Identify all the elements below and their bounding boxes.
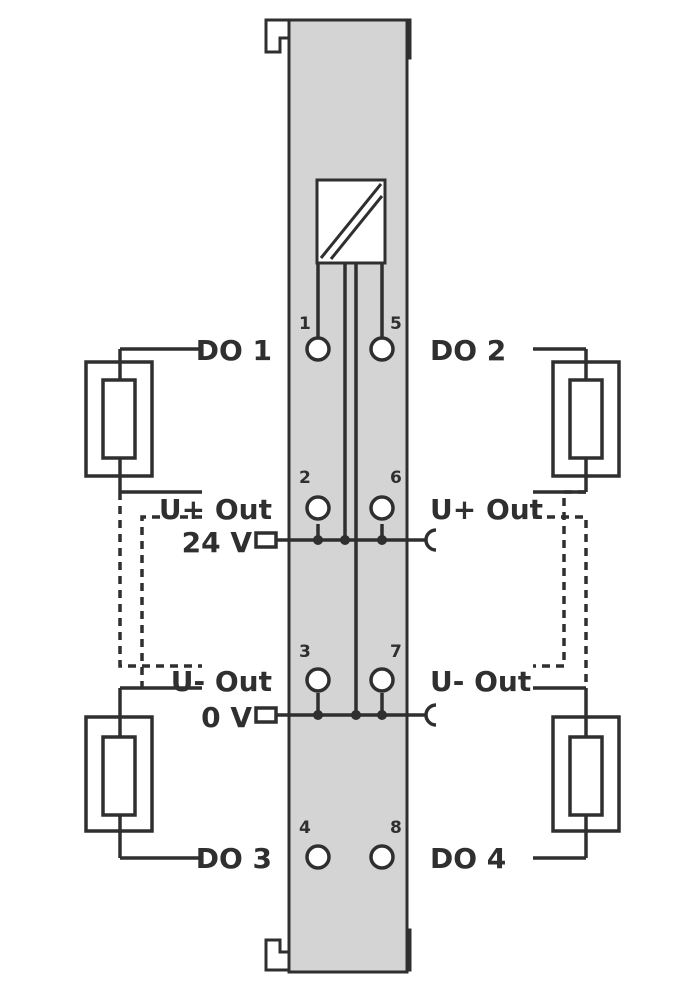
terminal-3[interactable] [305, 667, 331, 693]
supply-0v-connector-icon [254, 706, 278, 724]
terminal-1[interactable] [305, 336, 331, 362]
bus-24v-right-jumper-icon [424, 528, 437, 552]
label-do1: DO 1 [196, 334, 272, 367]
junction-node [377, 535, 387, 545]
terminal-number-8: 8 [390, 818, 402, 838]
electronics-block-icon [315, 178, 387, 265]
terminal-2[interactable] [305, 495, 331, 521]
label-supply-24v: 24 V [182, 526, 253, 559]
load-do2-icon [533, 347, 621, 494]
terminal-7[interactable] [369, 667, 395, 693]
load-do3-icon [84, 686, 202, 860]
junction-node [313, 535, 323, 545]
junction-node [351, 710, 361, 720]
junction-node [313, 710, 323, 720]
terminal-5[interactable] [369, 336, 395, 362]
label-u-plus-out-right: U+ Out [430, 493, 543, 526]
terminal-number-1: 1 [299, 314, 311, 334]
right-dashed-jumpers [533, 490, 588, 688]
junction-node [340, 535, 350, 545]
terminal-number-3: 3 [299, 642, 311, 662]
load-do4-icon [533, 686, 621, 860]
bus-0v-right-jumper-icon [424, 703, 437, 727]
terminal-4[interactable] [305, 844, 331, 870]
label-u-minus-out-left: U- Out [171, 665, 272, 698]
label-do3: DO 3 [196, 842, 272, 875]
load-do1-icon [84, 347, 202, 494]
terminal-number-7: 7 [390, 642, 402, 662]
label-do4: DO 4 [430, 842, 506, 875]
terminal-number-5: 5 [390, 314, 402, 334]
terminal-number-2: 2 [299, 468, 311, 488]
terminal-8[interactable] [369, 844, 395, 870]
label-u-plus-out-left: U+ Out [159, 493, 272, 526]
terminal-number-6: 6 [390, 468, 402, 488]
label-u-minus-out-right: U- Out [430, 665, 531, 698]
terminal-number-4: 4 [299, 818, 311, 838]
supply-24v-connector-icon [254, 531, 278, 549]
junction-node [377, 710, 387, 720]
label-do2: DO 2 [430, 334, 506, 367]
terminal-6[interactable] [369, 495, 395, 521]
left-dashed-jumpers [118, 492, 202, 688]
label-supply-0v: 0 V [201, 701, 252, 734]
